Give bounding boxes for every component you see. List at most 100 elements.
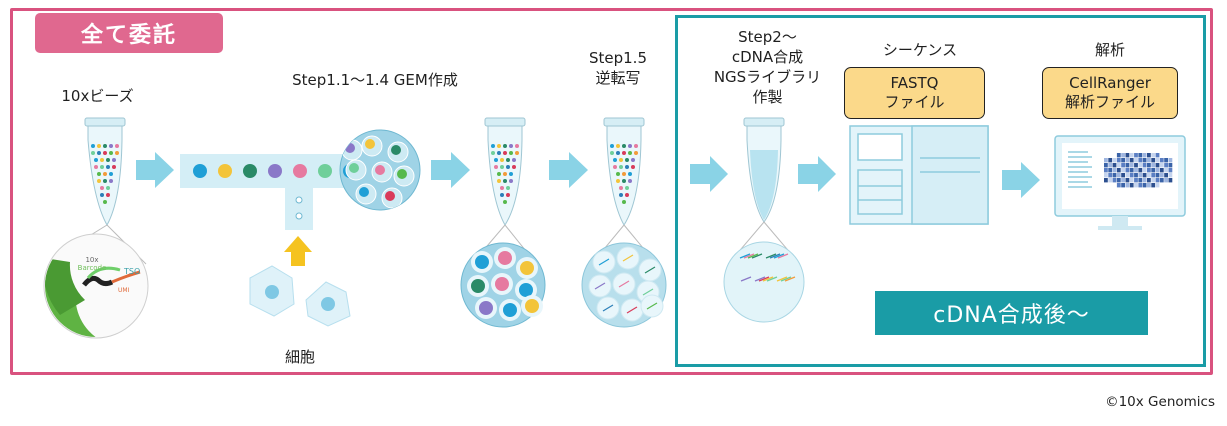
rt-inset-droplets	[588, 246, 664, 322]
cdna-strand	[769, 253, 781, 259]
bead-dot	[622, 151, 626, 155]
arrow-icon	[431, 152, 470, 188]
heatmap-cell	[1164, 173, 1168, 178]
bead-dot	[491, 144, 495, 148]
heatmap-cell	[1142, 163, 1147, 168]
heatmap-cell	[1159, 168, 1164, 173]
post-cdna-frame	[675, 15, 1206, 367]
cdna-strand	[626, 306, 638, 314]
bead-dot	[622, 144, 626, 148]
bead-dot	[318, 164, 332, 178]
inset-umi-text: UMI	[118, 287, 130, 294]
heatmap-cell	[1112, 158, 1117, 163]
heatmap-cell	[1151, 163, 1156, 168]
bead-dot	[503, 151, 507, 155]
cdna-strand	[644, 266, 656, 274]
cell-icon	[305, 281, 351, 327]
bead-dot	[628, 144, 632, 148]
cdna-strand	[743, 253, 755, 259]
barcode-inset-icon: 10x Barcode TSO UMI	[43, 233, 149, 339]
arrow-icon	[690, 156, 728, 192]
bead-dot	[498, 251, 512, 265]
bead-dot	[494, 165, 498, 169]
bead-dot	[218, 164, 232, 178]
bead-dot	[293, 164, 307, 178]
heatmap-cell	[1155, 163, 1160, 168]
library-tube-icon	[723, 117, 805, 323]
bead-dot	[634, 144, 638, 148]
heatmap-cell	[1155, 173, 1160, 178]
heatmap-cell	[1142, 153, 1147, 158]
bead-dot	[94, 165, 98, 169]
heatmap-cell	[1134, 158, 1138, 163]
cells-label: 細胞	[284, 348, 315, 366]
heatmap-cell	[1164, 178, 1168, 183]
bead-dot	[512, 158, 516, 162]
bead-dot	[97, 179, 101, 183]
bead-dot	[634, 151, 638, 155]
heatmap-cell	[1147, 163, 1151, 168]
heatmap-icon	[1104, 153, 1173, 188]
full-outsourcing-badge: 全て委託	[35, 13, 223, 53]
rt-step-label: Step1.5 逆転写	[578, 48, 658, 88]
heatmap-cell	[1129, 168, 1134, 173]
bead-dot	[625, 186, 629, 190]
bead-dot	[103, 172, 107, 176]
heatmap-cell	[1134, 178, 1138, 183]
heatmap-cell	[1138, 183, 1143, 188]
bead-dot	[491, 151, 495, 155]
sequencing-label: シーケンス	[882, 41, 958, 59]
heatmap-cell	[1151, 173, 1156, 178]
bead-dot	[506, 165, 510, 169]
bead-dot	[349, 163, 359, 173]
gem-tube-dots	[491, 144, 519, 204]
heatmap-cell	[1116, 153, 1121, 158]
bead-dot	[622, 200, 626, 204]
heatmap-cell	[1134, 163, 1138, 168]
post-cdna-banner: cDNA合成後～	[875, 291, 1148, 335]
bead-dot	[506, 186, 510, 190]
heatmap-cell	[1147, 178, 1151, 183]
heatmap-cell	[1108, 163, 1113, 168]
heatmap-cell	[1159, 158, 1164, 163]
cdna-strand	[618, 280, 630, 288]
heatmap-cell	[1168, 173, 1173, 178]
bead-dot	[103, 179, 107, 183]
heatmap-cell	[1125, 183, 1130, 188]
bead-dot	[622, 179, 626, 183]
heatmap-cell	[1108, 158, 1113, 163]
bead-dot	[94, 158, 98, 162]
heatmap-cell	[1142, 158, 1147, 163]
arrow-icon	[798, 156, 836, 192]
heatmap-cell	[1138, 168, 1143, 173]
heatmap-cell	[1125, 168, 1130, 173]
bead-dot	[509, 172, 513, 176]
heatmap-cell	[1151, 168, 1156, 173]
gem-droplets	[341, 135, 415, 209]
bead-dot	[503, 200, 507, 204]
cdna-strand	[622, 254, 634, 262]
heatmap-cell	[1159, 178, 1164, 183]
bead-dot	[115, 151, 119, 155]
bead-dot	[100, 193, 104, 197]
heatmap-cell	[1121, 178, 1125, 183]
heatmap-cell	[1129, 173, 1134, 178]
bead-dot	[497, 151, 501, 155]
heatmap-cell	[1104, 168, 1108, 173]
heatmap-cell	[1138, 178, 1143, 183]
heatmap-cell	[1116, 183, 1121, 188]
bead-dot	[500, 158, 504, 162]
bead-dot	[106, 165, 110, 169]
heatmap-cell	[1168, 178, 1173, 183]
heatmap-cell	[1155, 168, 1160, 173]
heatmap-cell	[1108, 178, 1113, 183]
heatmap-cell	[1134, 173, 1138, 178]
heatmap-cell	[1116, 163, 1121, 168]
bead-dot	[616, 151, 620, 155]
heatmap-cell	[1112, 178, 1117, 183]
heatmap-cell	[1151, 178, 1156, 183]
heatmap-cell	[1125, 153, 1130, 158]
bead-dot	[628, 172, 632, 176]
bead-dot	[106, 158, 110, 162]
